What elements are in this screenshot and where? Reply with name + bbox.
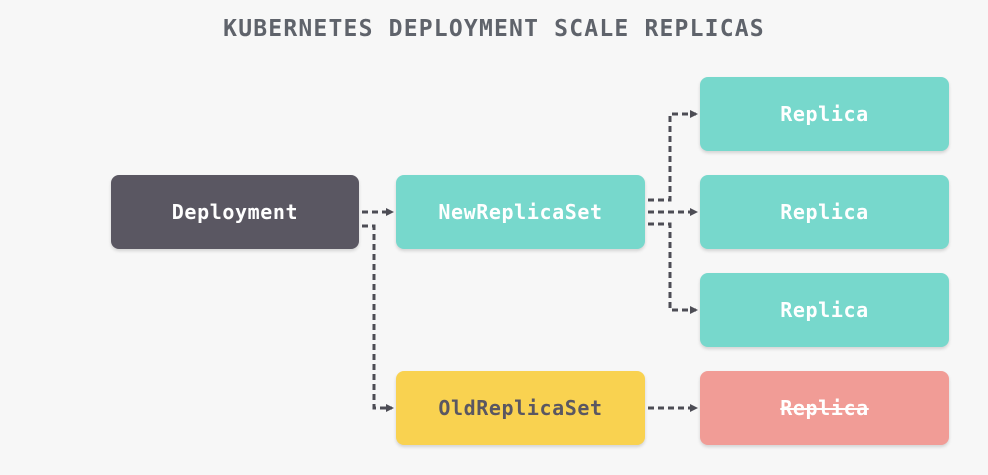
replica-label-2: Replica (780, 200, 869, 224)
arrow-deployment-to-oldreplicaset (362, 224, 394, 412)
arrow-newreplicaset-to-replica-1 (648, 110, 698, 202)
old-replica-set-node: OldReplicaSet (396, 371, 645, 445)
deployment-label: Deployment (171, 200, 299, 224)
new-replica-set-node: NewReplicaSet (396, 175, 645, 249)
replica-label-3: Replica (780, 298, 869, 322)
deployment-node: Deployment (111, 175, 359, 249)
replica-node-3: Replica (700, 273, 949, 347)
replica-node-1: Replica (700, 77, 949, 151)
new-replica-set-label: NewReplicaSet (438, 200, 603, 224)
removed-replica-label: Replica (780, 396, 869, 420)
old-replica-set-label: OldReplicaSet (438, 396, 603, 420)
replica-label-1: Replica (780, 102, 869, 126)
arrow-newreplicaset-to-replica-3 (648, 222, 698, 314)
removed-replica-node: Replica (700, 371, 949, 445)
replica-node-2: Replica (700, 175, 949, 249)
diagram-title: KUBERNETES DEPLOYMENT SCALE REPLICAS (223, 16, 765, 42)
